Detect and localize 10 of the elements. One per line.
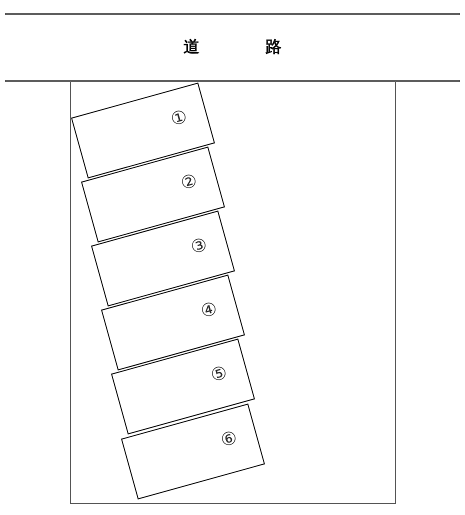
space-number: ③ — [188, 236, 209, 258]
space-number: ④ — [198, 300, 219, 322]
space-number: ⑥ — [218, 428, 239, 450]
road-band — [5, 13, 460, 82]
parking-lot-outline — [70, 81, 396, 504]
parking-space — [120, 403, 265, 499]
space-number: ① — [168, 108, 189, 130]
road-label: 道 路 — [184, 37, 282, 58]
space-number: ⑤ — [208, 364, 229, 386]
space-number: ② — [178, 172, 199, 194]
